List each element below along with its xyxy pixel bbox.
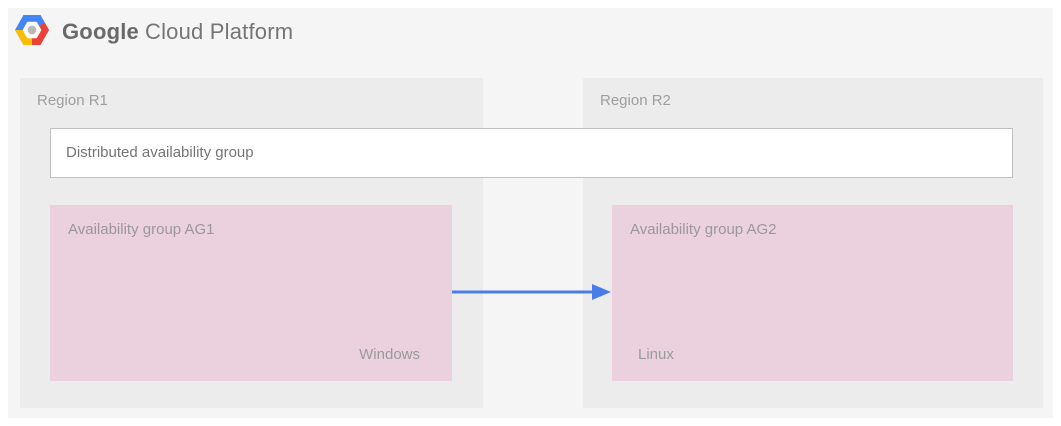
arrow-right-icon: [452, 284, 611, 300]
distributed-availability-group-label: Distributed availability group: [66, 144, 254, 161]
availability-group-ag1-label: Availability group AG1: [68, 221, 215, 238]
gcp-logo: [14, 13, 50, 47]
brand-primary: Google: [62, 19, 139, 44]
brand-secondary: Cloud Platform: [144, 19, 294, 44]
ag1-os-label: Windows: [359, 346, 420, 363]
availability-group-ag2-box: Availability group AG2 Linux: [612, 205, 1013, 381]
region-r2-label: Region R2: [600, 92, 671, 109]
availability-group-ag2-label: Availability group AG2: [630, 221, 777, 238]
distributed-availability-group-box: Distributed availability group: [50, 128, 1013, 178]
availability-group-ag1-box: Availability group AG1 Windows: [50, 205, 452, 381]
region-r1-label: Region R1: [37, 92, 108, 109]
gcp-hexagon-icon: [15, 15, 49, 45]
replication-arrow: [452, 282, 612, 302]
ag2-os-label: Linux: [638, 346, 674, 363]
